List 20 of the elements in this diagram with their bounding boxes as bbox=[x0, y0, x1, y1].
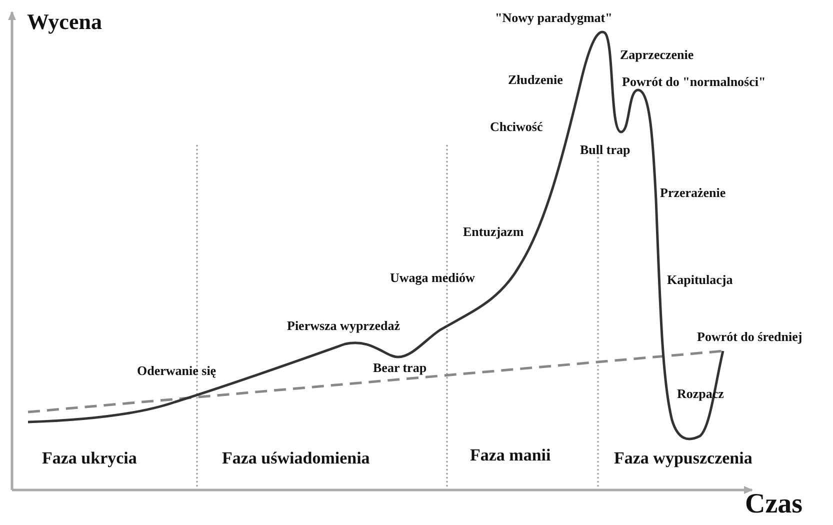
phase-label: Faza uświadomienia bbox=[222, 450, 370, 468]
stage-label: Powrót do średniej bbox=[697, 330, 802, 344]
phase-label: Faza manii bbox=[470, 446, 551, 466]
stage-label: Przerażenie bbox=[660, 186, 726, 200]
axis-label: Czas bbox=[745, 490, 803, 520]
stage-label: "Nowy paradygmat" bbox=[495, 10, 612, 26]
stage-label: Bull trap bbox=[580, 142, 630, 158]
stage-label: Złudzenie bbox=[508, 72, 563, 88]
stage-label: Uwaga mediów bbox=[390, 270, 475, 286]
stage-label: Pierwsza wyprzedaż bbox=[287, 318, 400, 334]
phase-label: Faza ukrycia bbox=[42, 450, 137, 468]
stage-label: Oderwanie się bbox=[137, 364, 216, 378]
stage-label: Kapitulacja bbox=[667, 272, 733, 288]
stage-label: Entuzjazm bbox=[463, 224, 524, 240]
stage-label: Bear trap bbox=[373, 360, 427, 376]
stage-label: Zaprzeczenie bbox=[620, 48, 694, 62]
stage-label: Powrót do "normalności" bbox=[622, 74, 766, 90]
axis-label: Wycena bbox=[27, 10, 102, 34]
stage-label: Chciwość bbox=[490, 120, 543, 134]
phase-label: Faza wypuszczenia bbox=[614, 450, 752, 468]
